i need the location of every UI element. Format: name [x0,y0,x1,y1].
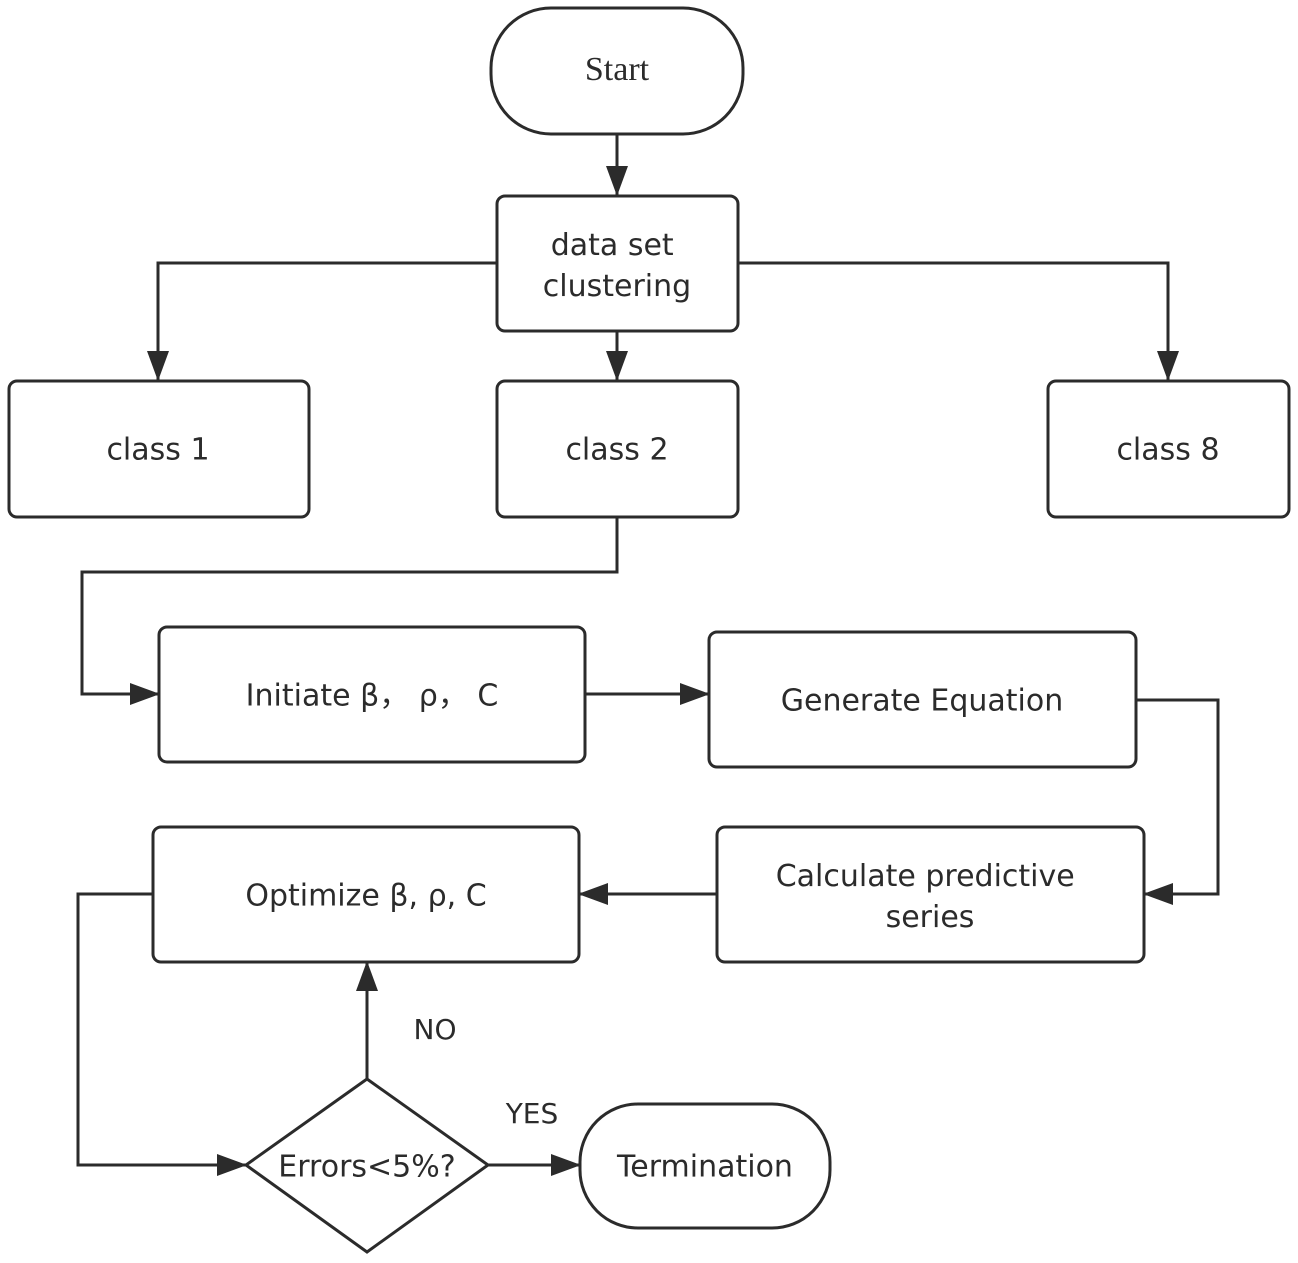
initiate-node: Initiate β， ρ， C [157,625,587,764]
termination-node: Termination [578,1102,832,1230]
initiate-label: Initiate β， ρ， C [246,679,499,714]
generate-equation-node: Generate Equation [707,630,1138,769]
class-2-node: class 2 [495,379,740,519]
start-node: Start [489,6,745,136]
edge-generate-to-calculate [1136,698,1220,905]
clustering-label-line2: clustering [543,269,691,304]
edge-label-yes: YES [505,1097,559,1130]
generate-equation-label: Generate Equation [781,684,1064,719]
calculate-predictive-series-node: Calculate predictive series [715,825,1146,964]
calculate-label-line2: series [886,900,975,935]
class-8-label: class 8 [1116,433,1219,468]
edge-label-no: NO [414,1013,457,1046]
calculate-label-line1: Calculate predictive [776,859,1075,894]
clustering-label-line1: data set [551,228,674,263]
optimize-node: Optimize β, ρ, C [151,825,581,964]
edge-class2-to-initiate [80,517,619,705]
errors-decision-label: Errors<5%? [278,1150,455,1185]
class-1-label: class 1 [106,433,209,468]
edge-clustering-to-class1 [147,261,497,381]
class-2-label: class 2 [565,433,668,468]
svg-text:Calculate predictive ser: Calculate predictive series [776,859,1085,935]
edge-optimize-to-errors [76,892,247,1176]
termination-label: Termination [616,1150,793,1185]
start-label: Start [585,51,650,88]
svg-text:data set clustering: data set clustering [543,228,691,304]
edge-clustering-to-class8 [738,261,1179,381]
optimize-label: Optimize β, ρ, C [245,879,486,914]
clustering-node: data set clustering [495,194,740,333]
class-8-node: class 8 [1046,379,1291,519]
class-1-node: class 1 [7,379,311,519]
errors-decision-node: Errors<5%? [243,1077,491,1254]
